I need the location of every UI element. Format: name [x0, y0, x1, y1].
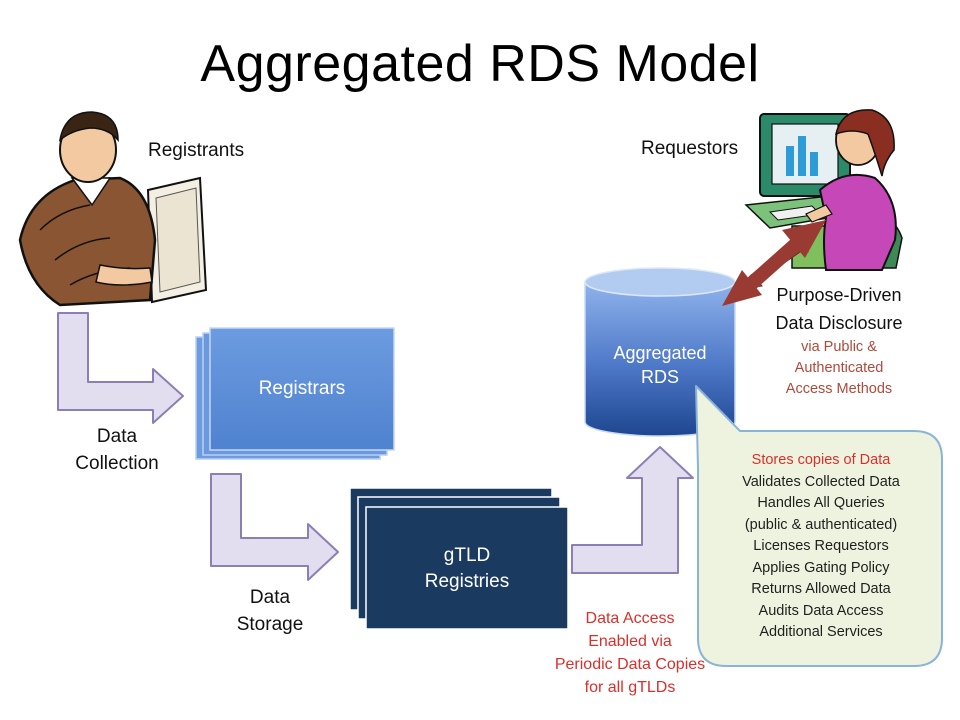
data-storage-line2: Storage — [236, 613, 304, 635]
callout-bubble — [695, 385, 943, 667]
rds-label-line2: RDS — [640, 367, 679, 388]
data-collection-line1: Data — [96, 426, 138, 447]
callout-line: Handles All Queries — [757, 495, 885, 511]
disclosure-label: Purpose-Driven Data Disclosure via Publi… — [754, 281, 924, 400]
callout-line: Licenses Requestors — [753, 538, 889, 554]
data-storage-label: Data Storage — [220, 585, 320, 638]
requestor-person-icon — [744, 109, 903, 271]
data-access-line3: Periodic Data Copies — [554, 656, 706, 673]
callout-line: Validates Collected Data — [742, 473, 900, 490]
data-access-label: Data Access Enabled via Periodic Data Co… — [530, 607, 730, 699]
registries-stack — [349, 487, 569, 630]
rds-label: Aggregated RDS — [585, 341, 735, 390]
data-collection-arrow — [57, 312, 184, 424]
disclosure-double-arrow — [722, 220, 826, 306]
callout-text: Stores copies of Data Validates Collecte… — [702, 450, 940, 644]
rds-label-line1: Aggregated — [613, 343, 707, 363]
callout-line: Audits Data Access — [758, 602, 884, 619]
callout-line: Applies Gating Policy — [752, 559, 890, 576]
disclosure-sub-line2: Authenticated — [794, 360, 884, 376]
data-access-line1: Data Access — [585, 610, 675, 627]
registrants-label: Registrants — [148, 140, 245, 161]
registrars-stack — [195, 327, 395, 460]
callout-line: Returns Allowed Data — [751, 581, 891, 597]
data-collection-line2: Collection — [75, 452, 159, 474]
registrars-label: Registrars — [258, 378, 346, 399]
data-storage-arrow — [210, 473, 339, 581]
registries-label-line2: Registries — [424, 570, 510, 592]
disclosure-sub-line3: Access Methods — [785, 381, 893, 397]
registries-label-line1: gTLD — [443, 545, 491, 566]
callout-line: Stores copies of Data — [751, 452, 891, 468]
disclosure-line1: Purpose-Driven — [776, 285, 902, 305]
callout-line: (public & authenticated) — [744, 516, 898, 533]
requestors-label: Requestors — [641, 138, 739, 159]
callout-line: Additional Services — [759, 624, 883, 640]
data-access-line2: Enabled via — [588, 633, 672, 650]
page-title: Aggregated RDS Model — [200, 35, 760, 93]
data-access-arrow — [571, 446, 694, 574]
registries-label: gTLD Registries — [366, 543, 568, 594]
disclosure-line2: Data Disclosure — [775, 313, 903, 333]
disclosure-sub-line1: via Public & — [801, 339, 877, 355]
data-collection-label: Data Collection — [57, 424, 177, 477]
registrant-person-icon — [18, 111, 208, 307]
data-storage-line1: Data — [249, 587, 291, 608]
data-access-line4: for all gTLDs — [584, 679, 676, 696]
